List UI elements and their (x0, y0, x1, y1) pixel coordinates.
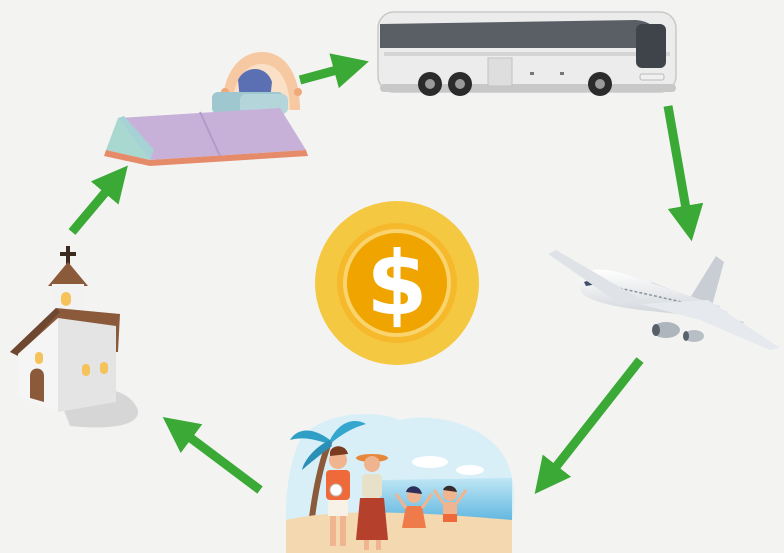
arrow-church-to-bed (68, 165, 128, 235)
bus-icon (377, 11, 677, 96)
coin-symbol: $ (366, 232, 427, 335)
arrow-bed-to-bus (298, 53, 369, 89)
bed-icon (104, 52, 308, 166)
arrow-bus-to-airplane (663, 105, 704, 242)
dollar-coin-icon: $ (315, 201, 479, 365)
beach-family-icon (285, 414, 515, 553)
arrow-airplane-to-beach (534, 357, 644, 494)
church-icon (10, 246, 139, 428)
arrow-beach-to-church (162, 417, 263, 494)
cycle-arrows (68, 53, 704, 494)
airplane-icon (548, 250, 780, 350)
